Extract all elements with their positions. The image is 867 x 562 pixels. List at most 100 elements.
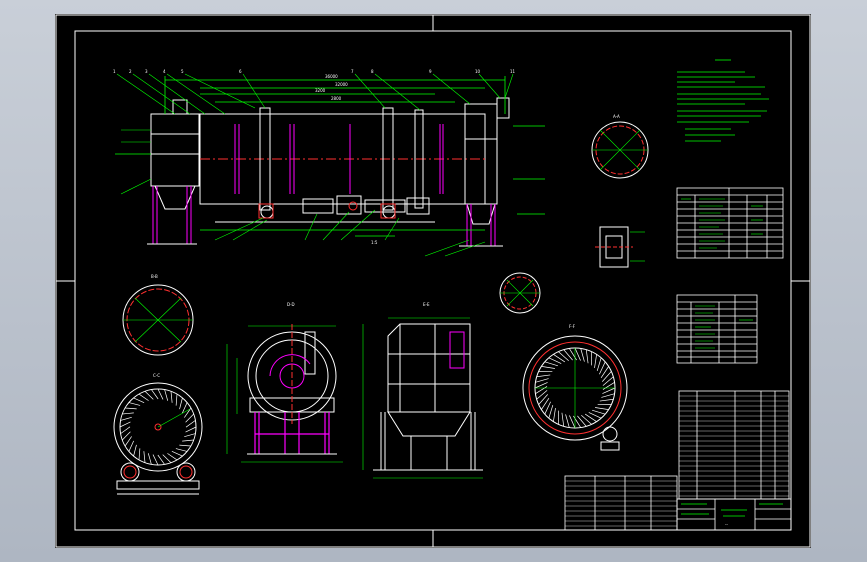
lifting-flight <box>184 407 192 418</box>
lifting-flight <box>184 433 196 438</box>
lifting-flight <box>602 371 612 382</box>
lifting-flight <box>548 357 562 364</box>
leader-lines-top <box>116 73 514 115</box>
tyre-ring-right <box>382 107 394 211</box>
lifting-flight <box>120 416 132 421</box>
parts-table-2-fill <box>695 305 753 349</box>
lifting-flight <box>599 398 614 402</box>
lifting-flight <box>535 386 548 394</box>
lifting-flight <box>596 357 602 372</box>
lifting-flight <box>182 439 194 442</box>
section-circle-small <box>591 121 649 179</box>
lifting-flight <box>548 404 554 419</box>
lifting-flight <box>536 374 551 378</box>
dimension-lines <box>115 76 545 237</box>
detail-box-view <box>595 226 645 268</box>
lifting-flight <box>565 414 570 428</box>
center-marks <box>56 15 810 547</box>
lifting-flight <box>143 451 146 463</box>
lifting-flight <box>157 454 165 465</box>
lifting-flight <box>601 393 615 398</box>
sheet-inner-border <box>74 30 792 531</box>
lifting-flight <box>170 391 173 403</box>
svg-text:5: 5 <box>181 69 184 74</box>
lifting-flight <box>569 348 577 361</box>
lifting-flight <box>133 397 145 403</box>
svg-text:7: 7 <box>351 69 354 74</box>
lifting-flight <box>602 387 616 394</box>
parts-table-1-fill <box>681 198 763 249</box>
bom-rows <box>679 395 789 497</box>
lifting-flight <box>594 354 597 368</box>
lifting-flight <box>185 420 196 428</box>
lifting-flight <box>553 408 556 422</box>
lifting-flight <box>573 415 581 428</box>
lifting-flight <box>147 453 152 465</box>
slope-label: 1:5 <box>371 240 378 245</box>
girth-gear <box>414 109 424 209</box>
lifting-flight <box>561 412 565 427</box>
title-block-code: -- <box>725 522 728 527</box>
parts-table-1 <box>676 187 784 259</box>
lifting-flight <box>124 436 132 447</box>
lifting-flight <box>580 348 585 362</box>
lifting-flight <box>138 448 141 460</box>
lifting-flight <box>588 412 602 419</box>
svg-text:1: 1 <box>113 69 116 74</box>
revision-table <box>564 475 678 531</box>
drive-assembly <box>215 195 435 223</box>
lifting-flight <box>119 421 131 428</box>
flight-section-f <box>522 335 628 451</box>
lifting-flight <box>151 389 159 400</box>
lifting-flight <box>574 347 581 361</box>
lifting-flight <box>602 376 614 386</box>
lifting-flight <box>569 415 576 429</box>
lifting-flight <box>157 388 164 400</box>
lifting-flight <box>563 349 573 361</box>
lifting-flight <box>599 361 606 375</box>
lifting-flight <box>602 382 615 390</box>
svg-text:8: 8 <box>371 69 374 74</box>
lifting-flight <box>128 440 134 452</box>
dim-drum: 32000 <box>335 82 348 87</box>
view-label-e: E-E <box>423 302 430 307</box>
lifting-flight <box>120 426 131 434</box>
lifting-flight <box>164 389 169 401</box>
svg-text:10: 10 <box>475 69 481 74</box>
dim-overall: 36000 <box>325 74 338 79</box>
view-label-f: F-F <box>569 324 576 329</box>
lifting-flight <box>125 407 137 410</box>
lifting-flight <box>591 409 606 415</box>
lifting-flight <box>162 454 172 463</box>
lifting-flight <box>175 448 188 452</box>
svg-text:11: 11 <box>510 69 516 74</box>
lifting-flight <box>144 391 154 400</box>
lifting-flight <box>577 415 587 427</box>
flight-section-c <box>113 382 203 495</box>
dim-span-a: 3200 <box>315 88 326 93</box>
discharge-hood-view <box>362 317 483 479</box>
svg-text:6: 6 <box>239 69 242 74</box>
main-dimension-text: 36000 32000 3200 2800 1:5 <box>315 74 378 245</box>
lifting-flight <box>138 393 149 401</box>
svg-text:9: 9 <box>429 69 432 74</box>
parts-table-2 <box>676 294 758 364</box>
lifting-flight <box>122 431 131 441</box>
lifting-flight <box>585 349 589 364</box>
lifting-flight <box>541 366 555 369</box>
lifting-flight <box>535 378 549 383</box>
feed-hood <box>150 113 200 187</box>
lifting-flight <box>185 413 194 423</box>
discharge-hood <box>464 103 498 205</box>
lifting-flight <box>541 397 550 410</box>
lifting-flight <box>171 451 183 457</box>
lifting-flight <box>179 444 191 447</box>
lifting-flight <box>182 402 188 414</box>
view-label-c: C-C <box>153 373 160 378</box>
lifting-flight <box>544 361 559 367</box>
svg-text:2: 2 <box>129 69 132 74</box>
section-circle-mid <box>499 272 541 314</box>
svg-text:4: 4 <box>163 69 166 74</box>
